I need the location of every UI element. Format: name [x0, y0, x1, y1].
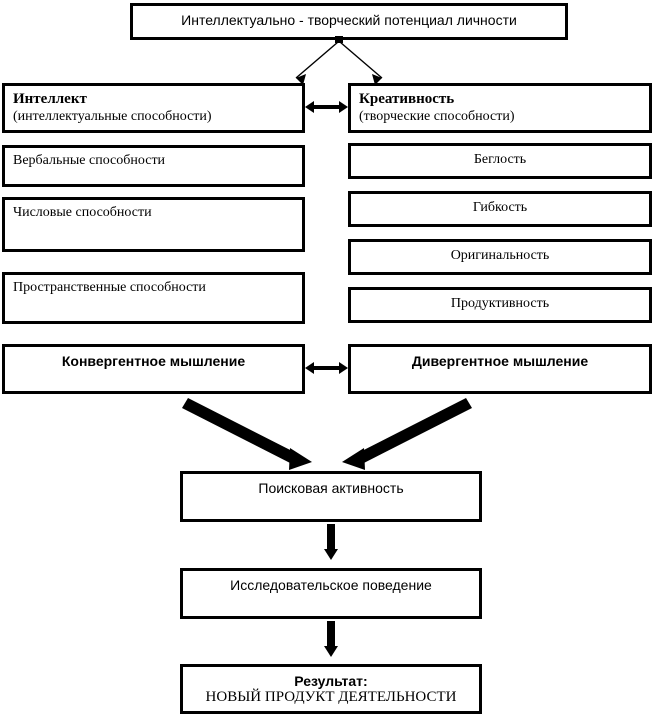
node-creativity-item-1[interactable]: Беглость: [348, 143, 652, 179]
node-label: Пространственные способности: [13, 280, 206, 295]
node-heading: Креативность: [359, 91, 455, 107]
node-label: Гибкость: [472, 200, 528, 215]
node-intellectual-creative-potential[interactable]: Интеллектуально - творческий потенциал л…: [130, 3, 568, 40]
node-search-activity[interactable]: Поисковая активность: [180, 471, 482, 522]
node-research-behavior[interactable]: Исследовательское поведение: [180, 568, 482, 619]
node-label: Исследовательское поведение: [230, 577, 432, 593]
arrow-thinking-to-search-activity: [182, 398, 472, 470]
node-creativity-item-2[interactable]: Гибкость: [348, 191, 652, 227]
node-creativity-item-4[interactable]: Продуктивность: [348, 287, 652, 323]
node-heading: Интеллект: [13, 91, 87, 107]
node-label: Числовые способности: [13, 205, 152, 220]
node-heading: Результат:: [294, 673, 368, 689]
node-intellect-item-3[interactable]: Пространственные способности: [2, 272, 305, 324]
node-divergent-thinking[interactable]: Дивергентное мышление: [348, 344, 652, 394]
node-label: Оригинальность: [450, 248, 550, 263]
node-label: НОВЫЙ ПРОДУКТ ДЕЯТЕЛЬНОСТИ: [205, 689, 457, 706]
node-creativity[interactable]: Креативность (творческие способности): [348, 83, 652, 133]
node-label: Интеллектуально - творческий потенциал л…: [181, 12, 517, 28]
node-intellect-item-1[interactable]: Вербальные способности: [2, 145, 305, 187]
node-label: Поисковая активность: [258, 480, 404, 496]
node-result[interactable]: Результат: НОВЫЙ ПРОДУКТ ДЕЯТЕЛЬНОСТИ: [180, 664, 482, 714]
node-convergent-thinking[interactable]: Конвергентное мышление: [2, 344, 305, 394]
node-label: Дивергентное мышление: [411, 353, 589, 369]
node-intellect[interactable]: Интеллект (интеллектуальные способности): [2, 83, 305, 133]
node-label: Продуктивность: [450, 296, 550, 311]
node-label: Конвергентное мышление: [61, 353, 246, 369]
node-subtitle: (творческие способности): [359, 109, 515, 125]
node-creativity-item-3[interactable]: Оригинальность: [348, 239, 652, 275]
node-label: Вербальные способности: [13, 153, 166, 168]
arrow-split-to-intellect-and-creativity: [295, 36, 383, 85]
node-label: Беглость: [473, 152, 527, 167]
node-intellect-item-2[interactable]: Числовые способности: [2, 197, 305, 252]
node-subtitle: (интеллектуальные способности): [13, 109, 212, 125]
